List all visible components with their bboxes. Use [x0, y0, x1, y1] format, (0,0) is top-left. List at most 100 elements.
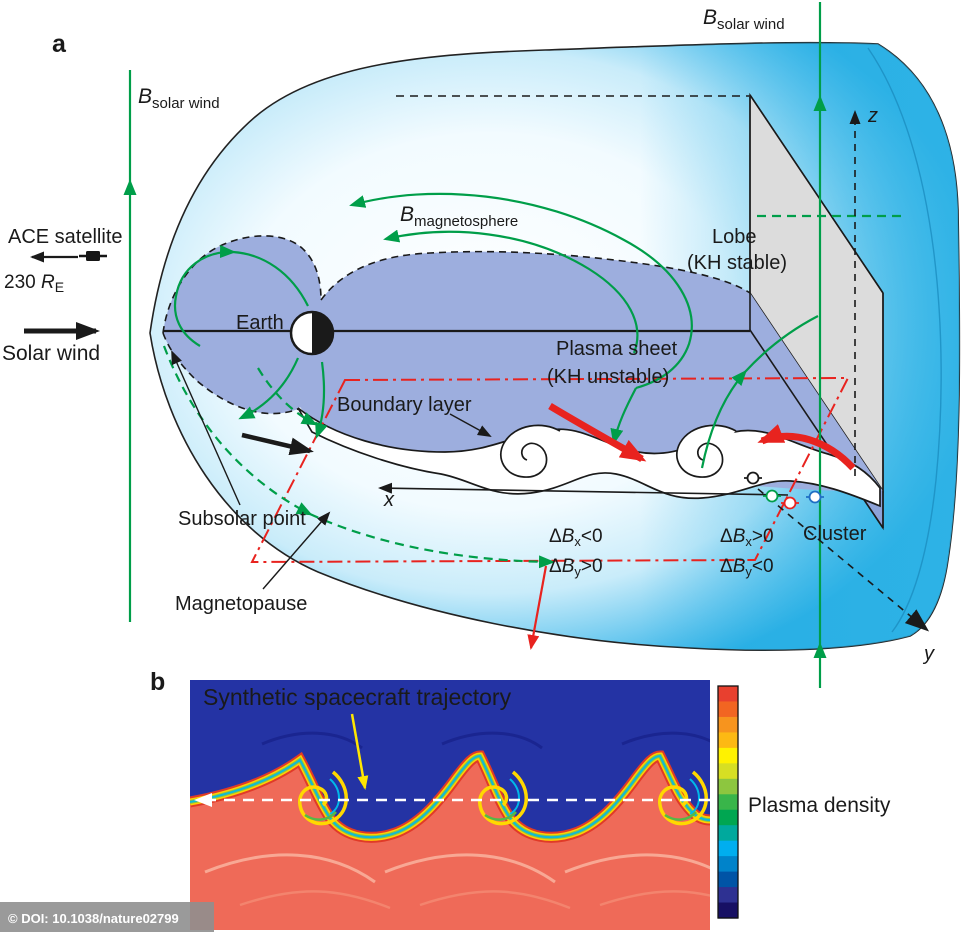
- panel-b-pointer: [527, 565, 548, 650]
- red-wisp-dark: [239, 890, 391, 910]
- simulation-red-region: [190, 756, 710, 930]
- field-line-out-of-vortex: [700, 369, 747, 469]
- ace-distance-label: 230 RE: [4, 272, 64, 295]
- field-line-into-vortex: [610, 387, 637, 445]
- vortex-flow-arrow-2: [757, 424, 856, 471]
- magnetopause-pointer: [262, 511, 331, 590]
- b-magnetosphere-label: Bmagnetosphere: [400, 203, 518, 230]
- colorbar-band: [718, 732, 738, 749]
- reconnected-field-lines: [162, 214, 906, 569]
- vortex-flow-arrows: [548, 402, 856, 471]
- colorbar-label: Plasma density: [748, 794, 891, 817]
- field-line-out-of-vortex-upper: [744, 315, 819, 373]
- subsolar-point-label: Subsolar point: [178, 508, 306, 530]
- swirl-yellow: [298, 770, 348, 826]
- earth-nightside: [312, 312, 333, 354]
- dayside-bottom-dashed-edge: [162, 332, 299, 415]
- b-solar-wind-right-label: Bsolar wind: [703, 6, 785, 33]
- colorbar-band: [718, 856, 738, 873]
- blue-curl: [261, 731, 363, 750]
- magnetopause-inner-swoosh: [867, 47, 942, 633]
- colorbar-band: [718, 825, 738, 842]
- swirl-green: [304, 811, 337, 821]
- trajectory-label: Synthetic spacecraft trajectory: [203, 684, 512, 710]
- colorbar-band: [718, 701, 738, 718]
- simulation-blue-curls: [261, 731, 710, 750]
- dayside-tail-line-1: [238, 357, 300, 420]
- cluster-satellite-3-body: [783, 496, 797, 510]
- watermark-background: [0, 902, 214, 932]
- watermark: © DOI: 10.1038/nature02799: [0, 902, 214, 932]
- colorbar-band: [718, 809, 738, 826]
- cluster-satellite-4: [806, 490, 824, 504]
- earth-glyph: [289, 310, 335, 356]
- delta-bx-right-label: ΔBx>0: [720, 526, 774, 549]
- cluster-satellite-2-body: [765, 489, 779, 503]
- ace-satellite-body: [86, 251, 100, 261]
- colorbar-band: [718, 887, 738, 904]
- x-axis: [378, 482, 789, 496]
- red-wisp-light: [204, 853, 376, 884]
- cluster-satellites: [744, 471, 824, 510]
- colorbar-band: [718, 686, 738, 703]
- solar-wind-label: Solar wind: [2, 342, 100, 365]
- b-solar-wind-left-label: Bsolar wind: [138, 85, 220, 112]
- dayside-loop-right: [232, 250, 309, 307]
- colorbar-band: [718, 778, 738, 795]
- black-annotations: [24, 110, 930, 632]
- x-axis-label: x: [383, 489, 395, 511]
- plasma-sheet-label-line1: Plasma sheet: [556, 338, 678, 360]
- cluster-satellite-1-body: [746, 471, 760, 485]
- earth-label: Earth: [236, 312, 284, 334]
- delta-by-right-label: ΔBy<0: [720, 556, 774, 579]
- delta-by-left-label: ΔBy>0: [549, 556, 603, 579]
- boundary-layer-pointer: [449, 413, 492, 437]
- magnetosheath-dashed-line-1: [162, 345, 313, 516]
- cluster-label: Cluster: [803, 523, 867, 545]
- cluster-satellite-2: [763, 489, 781, 503]
- panel-a-label: a: [52, 30, 67, 58]
- magnetosphere-field-line-inner: [383, 229, 639, 354]
- magnetosheath-dashed-line-2: [309, 512, 555, 569]
- boundary-layer-label: Boundary layer: [337, 394, 472, 416]
- colorbar-swatches: [718, 686, 738, 919]
- watermark-text: © DOI: 10.1038/nature02799: [8, 911, 179, 926]
- cluster-satellite-3: [781, 496, 799, 510]
- simulation-red-wisps: [204, 853, 710, 910]
- tail-box-top-diagonal-edge: [749, 94, 884, 294]
- cluster-satellite-4-body: [808, 490, 822, 504]
- lobe-label-line1: Lobe: [712, 226, 757, 248]
- panel-b-label: b: [150, 668, 165, 696]
- ace-satellite-label: ACE satellite: [8, 226, 123, 248]
- delta-bx-left-label: ΔBx<0: [549, 526, 603, 549]
- simulation-image: [190, 680, 710, 930]
- magnetopause-label: Magnetopause: [175, 593, 307, 615]
- vortex-spiral-1: [499, 424, 561, 478]
- colorbar-band: [718, 747, 738, 764]
- dayside-tail-line-2: [315, 361, 328, 439]
- trajectory-pointer-arrow: [350, 713, 369, 790]
- y-axis: [757, 488, 930, 632]
- dayside-dashed-line: [257, 367, 318, 426]
- colorbar-band: [718, 763, 738, 780]
- simulation-plane-outline: [250, 376, 850, 564]
- simulation-vortex-swirls: [298, 770, 709, 826]
- magnetosphere-field-line-outer: [349, 192, 693, 390]
- swirl-cyan: [329, 778, 340, 815]
- colorbar-band: [718, 902, 738, 919]
- z-axis-label: z: [867, 105, 878, 127]
- field-lines: [123, 2, 906, 688]
- cluster-satellite-1: [744, 471, 762, 485]
- ace-satellite-icon: [79, 251, 107, 261]
- boundary-flow-arrow: [241, 432, 314, 456]
- subsolar-point-pointer: [171, 350, 241, 506]
- colorbar-frame: [717, 685, 739, 919]
- colorbar-band: [718, 840, 738, 857]
- vortex-flow-arrow-1: [548, 402, 647, 463]
- colorbar-band: [718, 794, 738, 811]
- colorbar-band: [718, 716, 738, 733]
- colorbar-band: [718, 871, 738, 888]
- plasma-sheet-top-dashed-edge: [320, 250, 751, 301]
